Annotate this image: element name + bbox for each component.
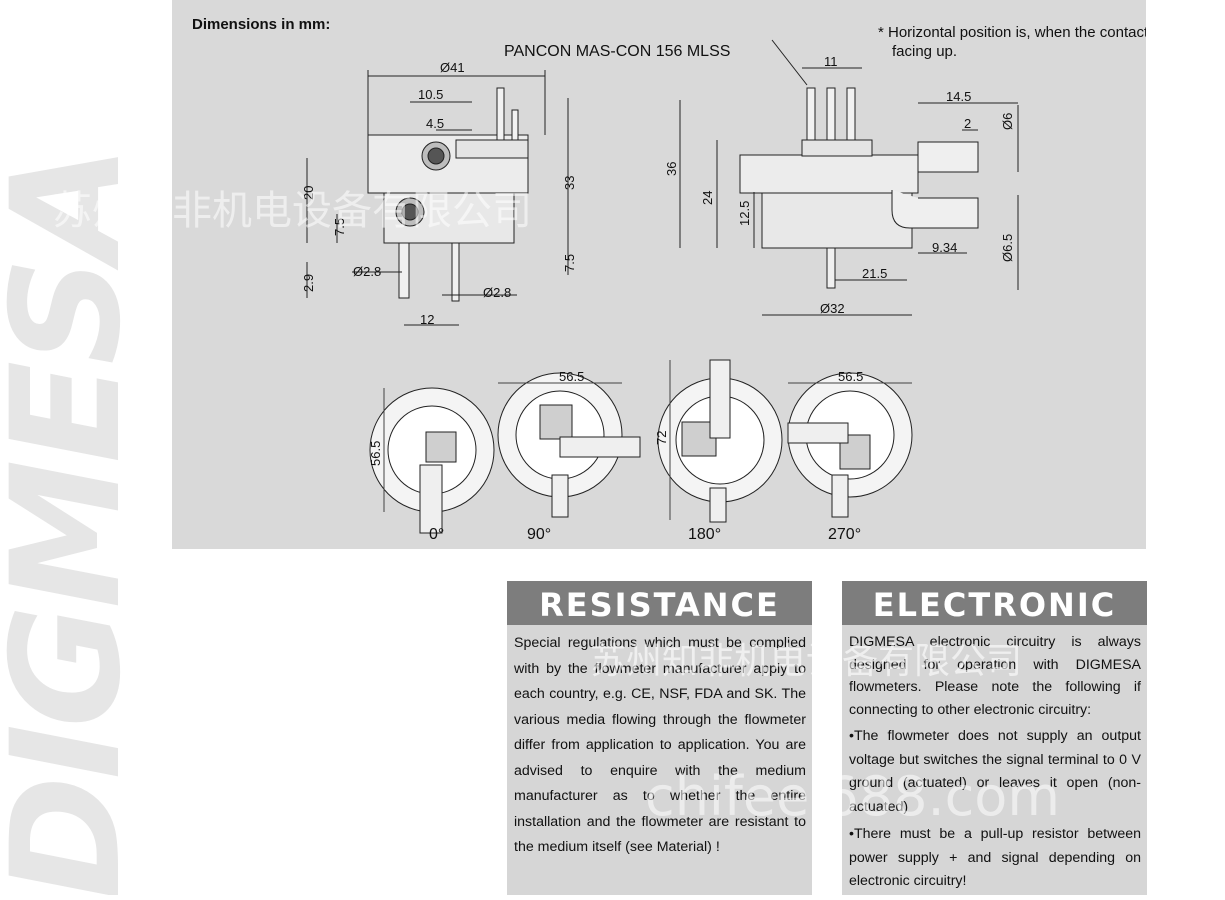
dim-label: 36	[664, 162, 679, 176]
brand-logo-text: DIGMESA	[0, 149, 150, 895]
electronic-section: ELECTRONIC DIGMESA electronic circuitry …	[842, 581, 1147, 895]
dim-label: 7.5	[562, 254, 577, 272]
dim-label: 24	[700, 191, 715, 205]
dim-label: 72	[654, 431, 669, 445]
dim-label: Ø2.8	[353, 264, 381, 279]
resistance-title: RESISTANCE	[507, 581, 812, 625]
dim-label: 12.5	[737, 201, 752, 226]
dim-label: Ø41	[440, 60, 465, 75]
resistance-text: Special regulations which must be compli…	[514, 635, 806, 855]
electronic-bullet: •There must be a pull-up resistor betwee…	[849, 826, 1141, 889]
dim-label: 56.5	[559, 369, 584, 384]
electronic-bullet: •The flowmeter does not supply an output…	[849, 728, 1141, 815]
dim-label: 10.5	[418, 87, 443, 102]
drawing-header: Dimensions in mm:	[192, 16, 330, 33]
connector-label: PANCON MAS-CON 156 MLSS	[504, 43, 730, 60]
brand-logo: DIGMESA	[0, 40, 154, 900]
electronic-title: ELECTRONIC	[842, 581, 1147, 625]
electronic-intro: DIGMESA electronic circuitry is always d…	[849, 634, 1141, 718]
dim-label: 2	[964, 116, 971, 131]
dim-label: 56.5	[838, 369, 863, 384]
dim-label: 2.9	[301, 274, 316, 292]
dim-label: 33	[562, 176, 577, 190]
dim-label: 20	[301, 186, 316, 200]
dim-label: 12	[420, 312, 434, 327]
dim-label: 56.5	[368, 441, 383, 466]
dim-label: Ø2.8	[483, 285, 511, 300]
dim-label: Ø6	[1000, 113, 1015, 130]
dim-label: 11	[824, 54, 838, 69]
angle-label-180: 180°	[688, 526, 721, 543]
dim-label: 7.5	[332, 218, 347, 236]
dim-label: 9.34	[932, 240, 957, 255]
dim-label: 21.5	[862, 266, 887, 281]
orientation-note-line-2: facing up.	[892, 43, 957, 60]
dim-label: 14.5	[946, 89, 971, 104]
angle-label-0: 0°	[429, 526, 444, 543]
orientation-note-line-1: * Horizontal position is, when the conta…	[878, 24, 1146, 41]
dim-label: 4.5	[426, 116, 444, 131]
dimension-drawing: Dimensions in mm: PANCON MAS-CON 156 MLS…	[172, 0, 1146, 549]
dim-label: Ø32	[820, 301, 845, 316]
angle-label-90: 90°	[527, 526, 551, 543]
resistance-section: RESISTANCE Special regulations which mus…	[507, 581, 812, 895]
angle-label-270: 270°	[828, 526, 861, 543]
dim-label: Ø6.5	[1000, 234, 1015, 262]
